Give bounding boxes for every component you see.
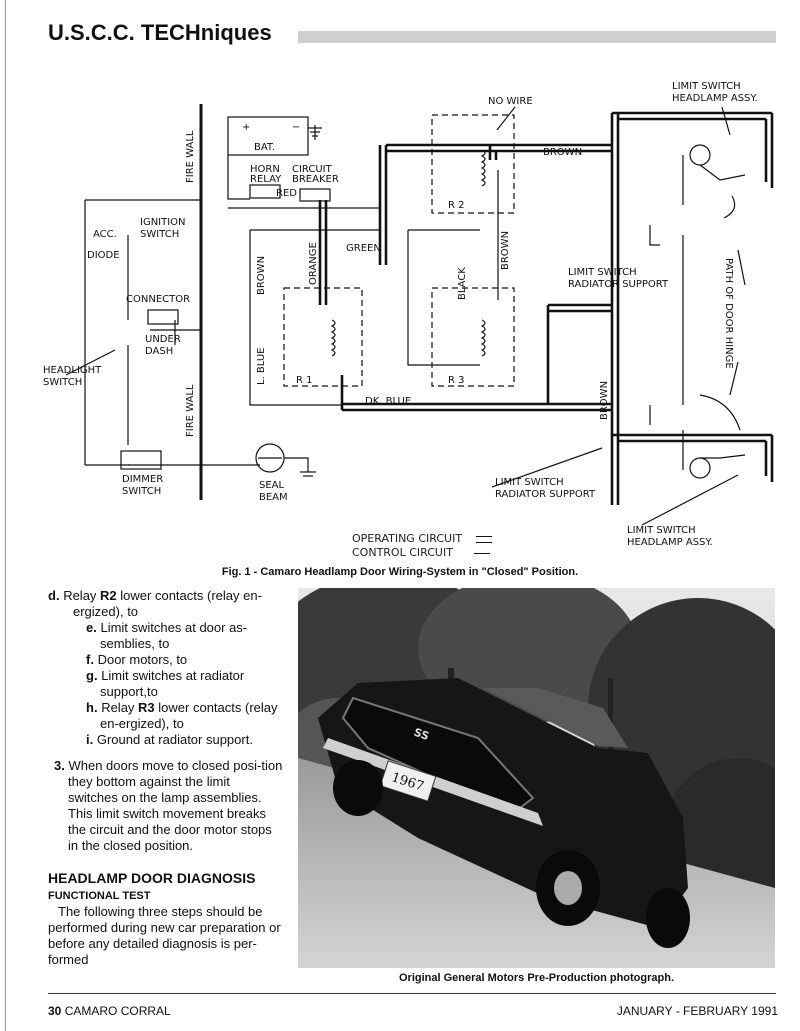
- label-headlight-2: SWITCH: [43, 377, 82, 388]
- label-r2: R 2: [448, 200, 465, 211]
- label-diode: DIODE: [87, 250, 120, 261]
- label-horn-relay-1: HORN: [250, 164, 280, 175]
- label-limit-headlamp-bottom-2: HEADLAMP ASSY.: [627, 537, 713, 548]
- label-brown-left: BROWN: [256, 256, 267, 295]
- label-minus: −: [292, 122, 300, 133]
- label-path-of-door-hinge: PATH OF DOOR HINGE: [723, 258, 734, 369]
- article-body: d. Relay R2 lower contacts (relay en-erg…: [48, 588, 283, 968]
- label-black: BLACK: [457, 267, 468, 300]
- label-circuit-breaker-1: CIRCUIT: [292, 164, 333, 175]
- label-l-blue: L. BLUE: [256, 348, 267, 386]
- label-ignition-2: SWITCH: [140, 229, 179, 240]
- label-ignition-1: IGNITION: [140, 217, 186, 228]
- label-headlight-1: HEADLIGHT: [43, 365, 102, 376]
- label-connector: CONNECTOR: [126, 294, 190, 305]
- label-brown-vert-r2: BROWN: [500, 231, 511, 270]
- step-h: h. Relay R3 lower contacts (relay en-erg…: [86, 700, 278, 731]
- step-i: i. Ground at radiator support.: [86, 732, 253, 747]
- label-brown-right-vert: BROWN: [599, 381, 610, 420]
- label-limit-headlamp-top-1: LIMIT SWITCH: [672, 81, 741, 92]
- label-brown-top: BROWN: [543, 147, 582, 158]
- label-limit-radiator-bottom-2: RADIATOR SUPPORT: [495, 489, 596, 500]
- label-horn-relay-2: RELAY: [250, 174, 282, 185]
- step-3: 3. When doors move to closed posi-tion t…: [54, 758, 283, 853]
- label-dimmer-1: DIMMER: [122, 474, 163, 485]
- page-header-title: U.S.C.C. TECHniques: [48, 20, 272, 45]
- section-heading: HEADLAMP DOOR DIAGNOSIS: [48, 870, 256, 886]
- footer-right: JANUARY - FEBRUARY 1991: [616, 1004, 778, 1018]
- label-acc: ACC.: [93, 229, 117, 240]
- label-fire-wall-top: FIRE WALL: [185, 130, 196, 183]
- label-fire-wall-bottom: FIRE WALL: [185, 384, 196, 437]
- section-paragraph: The following three steps should be perf…: [48, 904, 281, 967]
- step-g: g. Limit switches at radiator support,to: [86, 668, 245, 699]
- step-d: d. Relay R2 lower contacts (relay en-erg…: [48, 588, 262, 619]
- label-no-wire: NO WIRE: [488, 96, 533, 107]
- photo-caption: Original General Motors Pre-Production p…: [398, 972, 675, 984]
- label-limit-headlamp-bottom-1: LIMIT SWITCH: [627, 525, 696, 536]
- label-limit-radiator-bottom-1: LIMIT SWITCH: [495, 477, 564, 488]
- label-dk-blue: DK. BLUE: [365, 396, 411, 407]
- step-e: e. Limit switches at door as-semblies, t…: [86, 620, 248, 651]
- label-circuit-breaker-2: BREAKER: [292, 174, 339, 185]
- section-subheading: FUNCTIONAL TEST: [48, 890, 151, 902]
- step-f: f. Door motors, to: [86, 652, 188, 667]
- label-red: RED: [276, 188, 297, 199]
- page-edge-line: [5, 0, 6, 1031]
- wiring-diagram: FIRE WALL FIRE WALL + − BAT. HORN RELAY …: [43, 81, 774, 548]
- label-orange: ORANGE: [308, 242, 319, 285]
- label-limit-headlamp-top-2: HEADLAMP ASSY.: [672, 93, 758, 104]
- legend-control: CONTROL CIRCUIT: [352, 546, 491, 559]
- legend-operating: OPERATING CIRCUIT: [352, 532, 492, 545]
- label-limit-radiator-top-2: RADIATOR SUPPORT: [568, 279, 669, 290]
- car-photo: 1967 SS: [298, 588, 775, 968]
- label-seal-2: BEAM: [259, 492, 288, 503]
- label-under-dash-1: UNDER: [145, 334, 181, 345]
- footer-rule: [48, 993, 776, 994]
- label-r1: R 1: [296, 375, 313, 386]
- footer-left: 30 CAMARO CORRAL: [48, 1004, 171, 1018]
- ss-badge: SS: [412, 726, 431, 743]
- figure-caption: Fig. 1 - Camaro Headlamp Door Wiring-Sys…: [221, 566, 579, 578]
- label-green: GREEN: [346, 243, 381, 254]
- label-r3: R 3: [448, 375, 465, 386]
- label-seal-1: SEAL: [259, 480, 285, 491]
- header-bar: [298, 31, 776, 43]
- label-under-dash-2: DASH: [145, 346, 173, 357]
- label-bat: BAT.: [254, 142, 275, 153]
- label-dimmer-2: SWITCH: [122, 486, 161, 497]
- label-plus: +: [242, 122, 250, 133]
- label-limit-radiator-top-1: LIMIT SWITCH: [568, 267, 637, 278]
